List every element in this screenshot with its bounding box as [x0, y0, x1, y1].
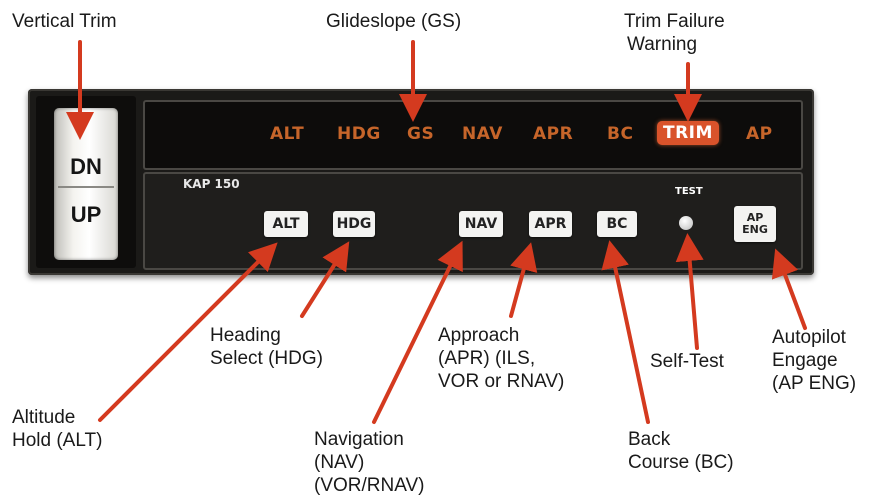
arrow-self-test	[675, 233, 704, 350]
nav-button[interactable]: NAV	[459, 211, 503, 237]
callout-self-test: Self-Test	[650, 351, 724, 372]
arrow-autopilot-engage	[771, 248, 807, 330]
ap-eng-line1: AP	[746, 211, 764, 224]
annunciator-alt: ALT	[270, 124, 305, 144]
annunciator-gs: GS	[407, 124, 435, 144]
arrow-navigation	[372, 240, 463, 424]
callout-vertical-trim: Vertical Trim	[12, 11, 117, 32]
arrow-approach	[509, 242, 538, 318]
annunciator-apr: APR	[533, 124, 574, 144]
annunciator-trim: TRIM	[657, 121, 719, 145]
callout-glideslope: Glideslope (GS)	[326, 11, 462, 32]
self-test-button[interactable]	[679, 216, 693, 230]
rocker-divider	[58, 186, 114, 188]
test-label: TEST	[675, 186, 703, 197]
callout-navigation: Navigation (NAV) (VOR/RNAV)	[314, 429, 425, 496]
arrow-altitude-hold	[98, 242, 278, 422]
callout-back-course: Back Course (BC)	[628, 429, 734, 473]
rocker-dn-label: DN	[70, 154, 102, 179]
rocker-up-label: UP	[70, 202, 102, 227]
bc-button[interactable]: BC	[597, 211, 637, 237]
callout-trim-failure-warning: Trim Failure Warning	[624, 11, 725, 55]
model-label: KAP 150	[183, 177, 240, 191]
annunciator-nav: NAV	[462, 124, 503, 144]
annunciator-hdg: HDG	[337, 124, 381, 144]
ap-eng-button[interactable]: AP ENG	[734, 206, 776, 242]
annunciator-bc: BC	[607, 124, 634, 144]
annunciator-ap: AP	[746, 124, 773, 144]
alt-button[interactable]: ALT	[264, 211, 308, 237]
ap-eng-line2: ENG	[742, 223, 768, 236]
hdg-button[interactable]: HDG	[333, 211, 375, 237]
arrow-back-course	[601, 240, 650, 424]
callout-approach: Approach (APR) (ILS, VOR or RNAV)	[438, 325, 565, 392]
callout-autopilot-engage: Autopilot Engage (AP ENG)	[772, 327, 857, 394]
arrow-heading-select	[300, 241, 350, 318]
callout-altitude-hold: Altitude Hold (ALT)	[12, 407, 103, 451]
callout-heading-select: Heading Select (HDG)	[210, 325, 323, 369]
apr-button[interactable]: APR	[529, 211, 572, 237]
